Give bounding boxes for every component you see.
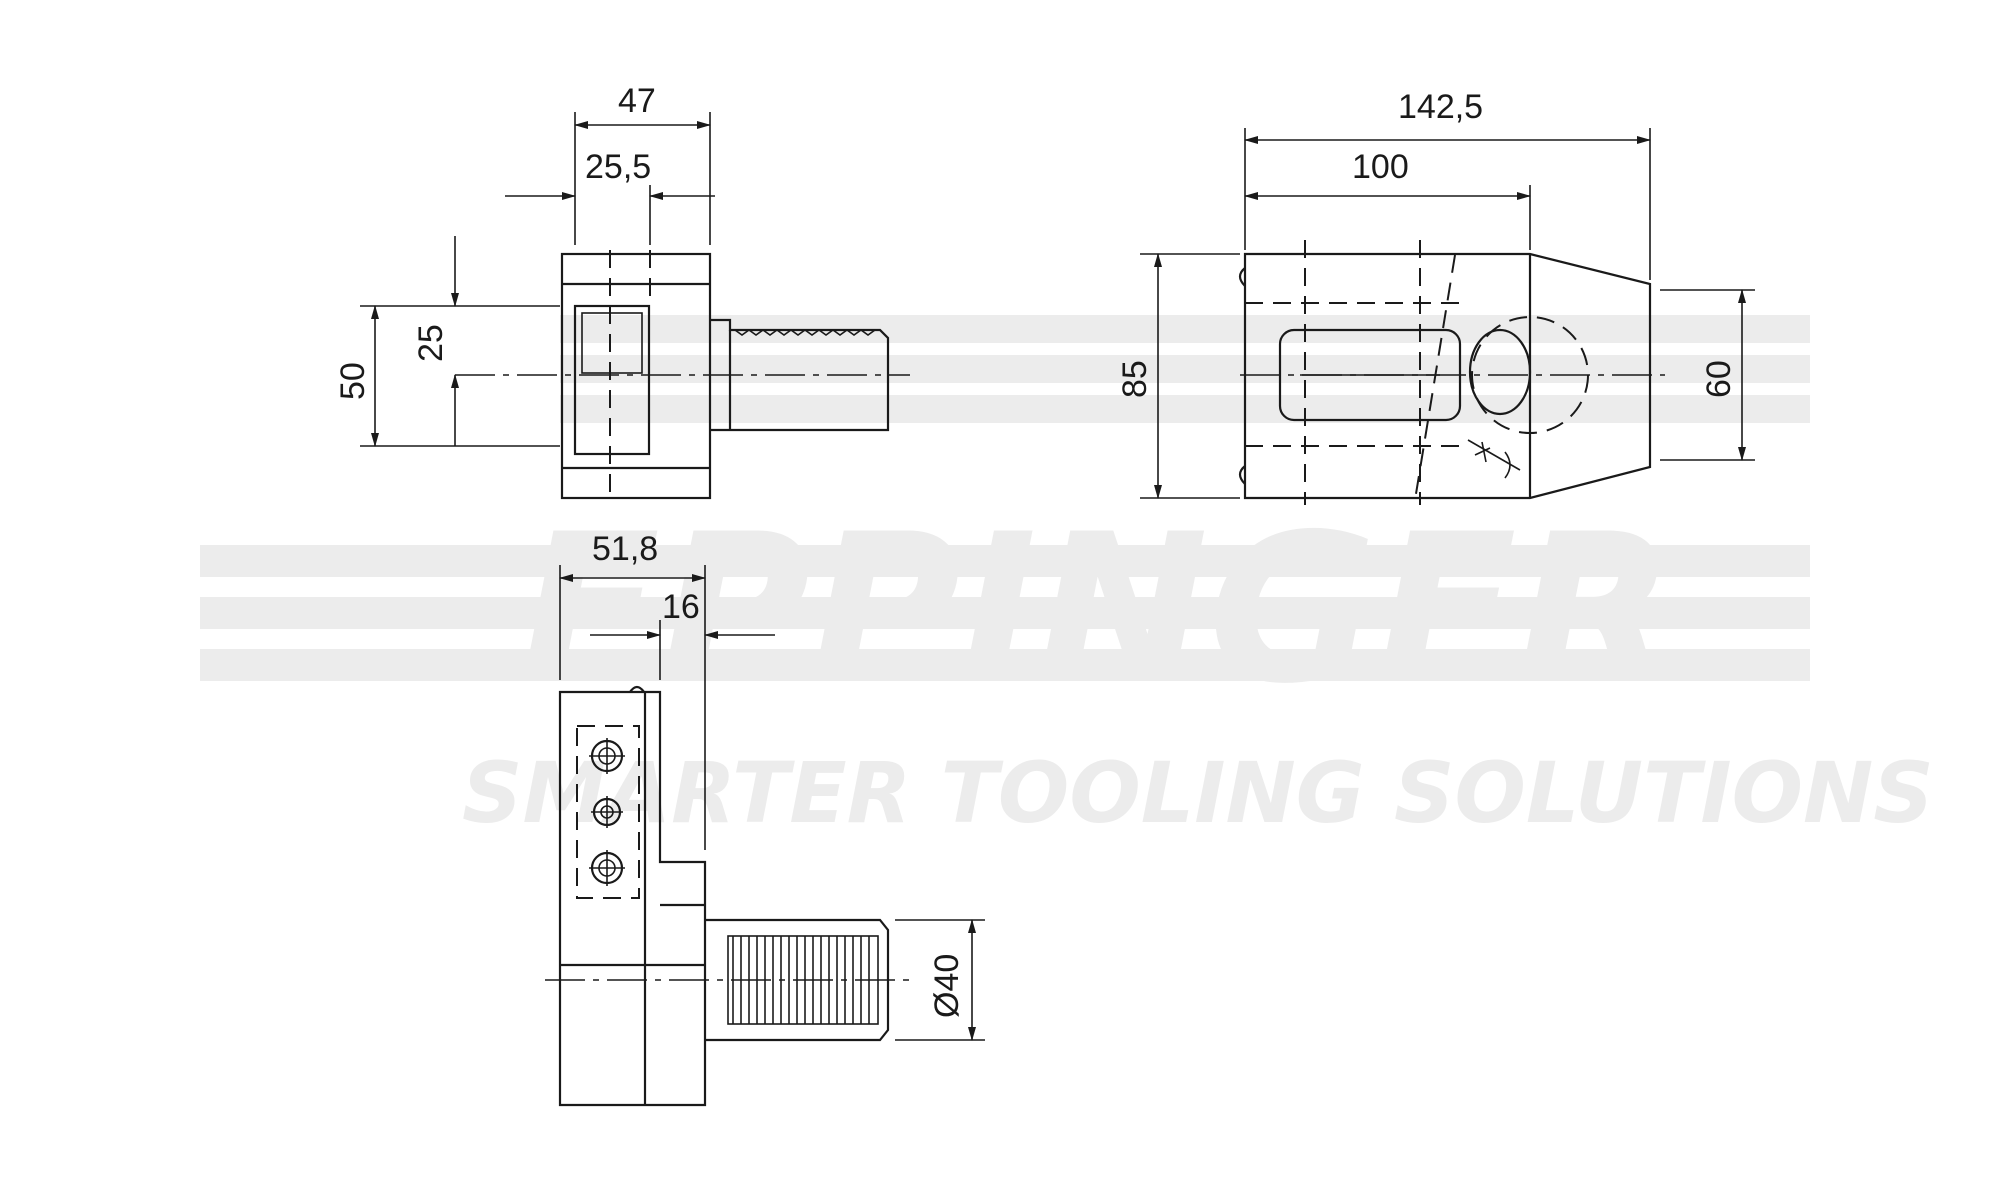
mounting-screws [589,738,625,886]
dim-side-height: 85 [1116,360,1154,398]
dim-front-offset: 25,5 [585,148,651,186]
bottom-view-dimensions: 51,8 16 Ø40 [559,530,985,1041]
dim-side-length-total: 142,5 [1398,88,1483,126]
watermark-brand: EPPINGER [520,491,1675,729]
watermark-slogan: SMARTER TOOLING SOLUTIONS [462,744,1934,842]
watermark-stripes [200,315,1810,681]
bottom-view [545,685,910,1107]
watermark: EPPINGER SMARTER TOOLING SOLUTIONS [200,315,1934,842]
front-view [455,250,910,500]
dim-bottom-offset: 16 [662,588,700,626]
dim-side-taper-height: 60 [1700,360,1738,398]
front-view-dimensions: 47 25,5 50 25 [334,82,715,447]
dim-bottom-width: 51,8 [592,530,658,568]
side-view-dimensions: 142,5 100 85 60 [1116,88,1755,499]
dim-front-width: 47 [618,82,656,120]
dim-front-half: 25 [412,324,450,362]
side-view [1238,240,1665,505]
dim-front-height: 50 [334,362,372,400]
dim-side-length-body: 100 [1352,148,1409,186]
dim-shank-diameter: Ø40 [928,954,966,1018]
